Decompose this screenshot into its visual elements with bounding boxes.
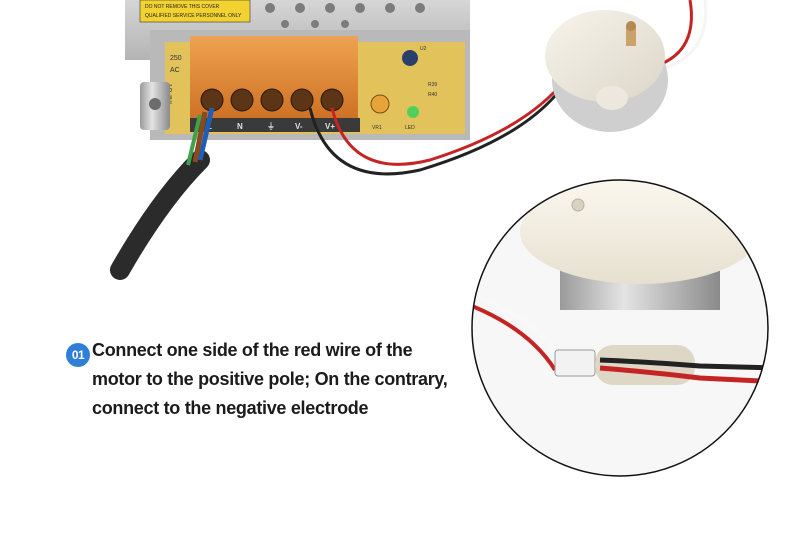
model-250: 250	[170, 55, 182, 62]
instruction-text: Connect one side of the red wire of the …	[92, 336, 448, 423]
r39-label: R39	[428, 82, 437, 88]
model-ac: AC	[170, 67, 180, 74]
led-indicator	[407, 106, 419, 118]
vr-label: VR1	[372, 125, 382, 131]
input-cable	[110, 107, 215, 280]
r40-label: R40	[428, 92, 437, 98]
ventilation-holes	[265, 3, 425, 28]
terminal-screws	[200, 88, 344, 112]
motor-wires	[308, 0, 708, 176]
step-badge: 01	[66, 343, 90, 367]
warning-label: DO NOT REMOVE THIS COVER	[145, 4, 220, 10]
service-label: QUALIFIED SERVICE PERSONNEL ONLY	[145, 13, 242, 19]
small-motor	[545, 10, 668, 132]
instruction-line-1: Connect one side of the red wire of the	[92, 340, 413, 360]
instruction-line-3: connect to the negative electrode	[92, 398, 369, 418]
zoom-detail-circle	[471, 179, 769, 477]
potentiometer	[370, 94, 390, 114]
u2-label: U2	[420, 46, 427, 52]
terminal-label-ground: ⏚	[267, 122, 275, 131]
input-label: INPUT	[167, 82, 174, 104]
terminal-label-n: N	[237, 122, 243, 131]
instruction-caption: 01 Connect one side of the red wire of t…	[66, 336, 476, 423]
terminal-label-v-minus: V-	[295, 122, 303, 131]
instruction-line-2: motor to the positive pole; On the contr…	[92, 369, 448, 389]
led-label: LED	[405, 125, 415, 131]
power-supply: DO NOT REMOVE THIS COVER QUALIFIED SERVI…	[125, 0, 470, 140]
capacitor	[402, 50, 418, 66]
terminal-label-v-plus: V+	[325, 122, 335, 131]
